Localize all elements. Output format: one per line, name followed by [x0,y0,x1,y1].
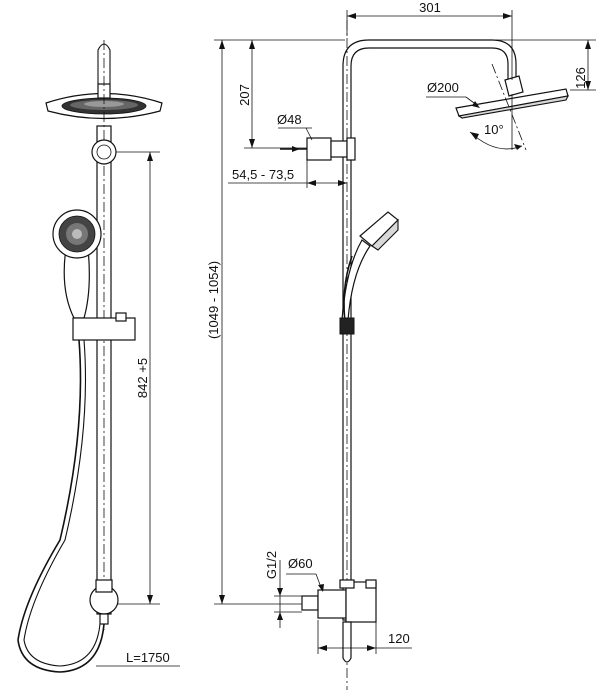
head-drop-label: 126 [573,67,588,89]
side-wall-bracket [280,137,356,161]
side-hand-shower [341,211,399,321]
bar-height-label: 842 +5 [135,358,150,398]
hose-length-label: L=1750 [126,650,170,665]
tilt-angle-label: 10° [484,122,504,137]
front-hose [17,339,105,673]
front-upper-joint [91,139,117,165]
wall-offset-label: 54,5 - 73,5 [232,167,294,182]
total-height-label: (1049 - 1054) [206,261,221,339]
side-slider [339,317,355,335]
front-view: 842 +5 L=1750 [17,40,180,673]
bracket-diameter-label: Ø48 [277,112,302,127]
front-slider-holder [72,317,136,341]
arm-height-label: 207 [237,84,252,106]
mixer-diameter-label: Ø60 [288,556,313,571]
side-thermostat-mixer [301,579,377,663]
inlet-thread-label: G1/2 [264,551,279,579]
arm-reach-label: 301 [419,0,441,15]
side-view: 10° Ø200 301 126 207 [206,0,596,690]
side-head-shower [455,63,569,151]
mixer-depth-label: 120 [388,631,410,646]
front-hand-shower [52,209,102,319]
head-diameter-label: Ø200 [427,80,459,95]
